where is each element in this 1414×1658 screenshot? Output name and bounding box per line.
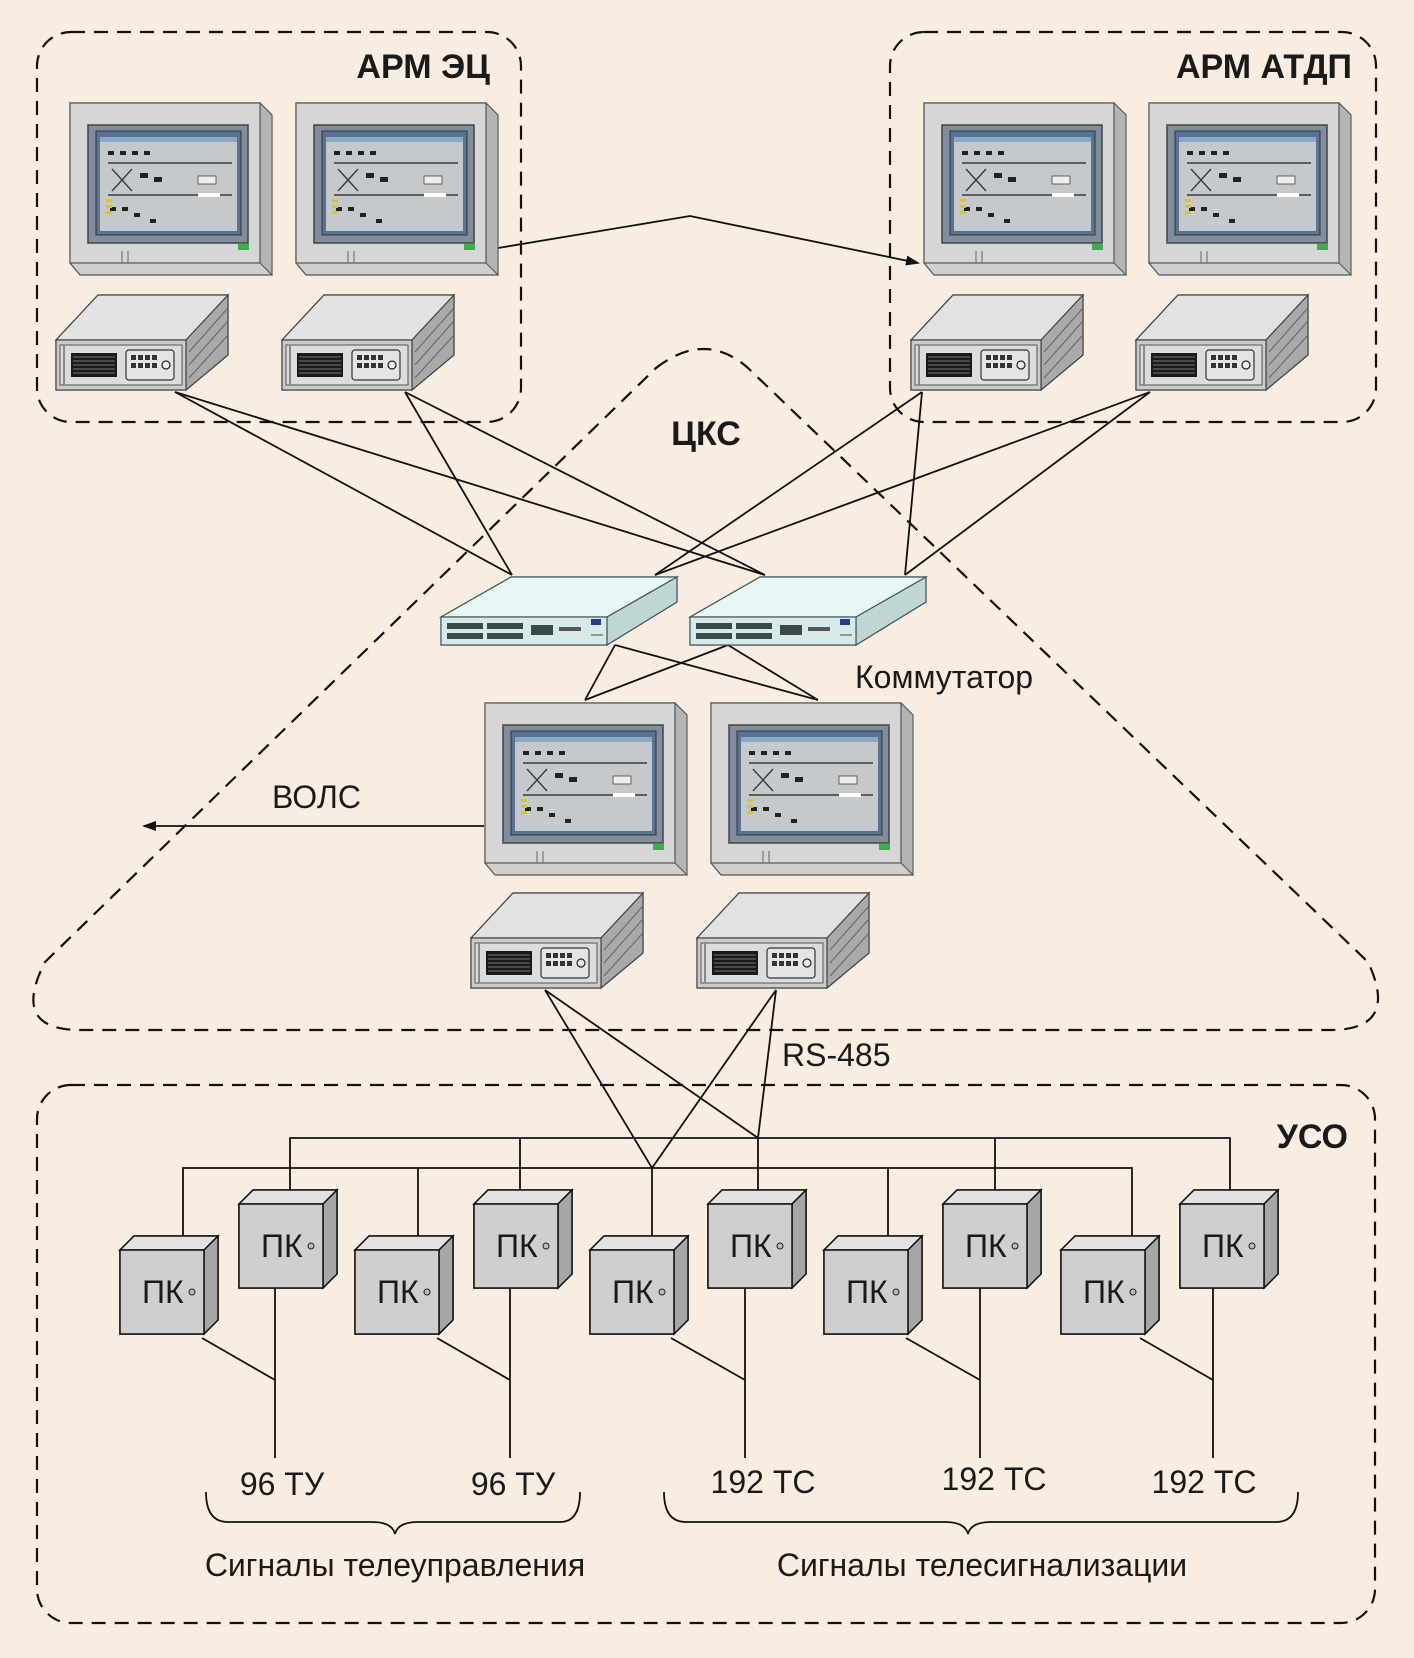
controller-label: ПК (142, 1274, 184, 1310)
signal-count-label: 192 ТС (711, 1464, 816, 1500)
telesignal-group-label: Сигналы телесигнализации (777, 1547, 1187, 1583)
signal-count-label: 192 ТС (942, 1461, 1047, 1497)
uso-group-outline (35, 1083, 1377, 1625)
controller-label: ПК (612, 1274, 654, 1310)
controller-box-icon: ПК (589, 1235, 689, 1335)
server-unit-icon (55, 294, 229, 391)
arm-ec-group-outline (35, 30, 523, 424)
network-switch-icon (689, 576, 927, 646)
controller-label: ПК (965, 1228, 1007, 1264)
signal-count-label: 96 ТУ (240, 1466, 325, 1502)
controller-label: ПК (1083, 1274, 1125, 1310)
controller-box-icon: ПК (119, 1235, 219, 1335)
monitor-icon (710, 702, 914, 876)
controller-label: ПК (1202, 1228, 1244, 1264)
network-switch-icon (440, 576, 678, 646)
controller-label: ПК (496, 1228, 538, 1264)
monitor-icon (484, 702, 688, 876)
server-unit-icon (910, 294, 1084, 391)
controller-label: ПК (261, 1228, 303, 1264)
signal-count-label: 192 ТС (1152, 1464, 1257, 1500)
signal-count-label: 96 ТУ (471, 1466, 556, 1502)
controller-label: ПК (730, 1228, 772, 1264)
arm-atdp-group-outline (888, 30, 1378, 424)
controller-box-icon: ПК (354, 1235, 454, 1335)
switch-label: Коммутатор (855, 659, 1033, 695)
arm-ec-title: АРМ ЭЦ (356, 48, 490, 86)
rs485-label: RS-485 (782, 1037, 891, 1073)
controller-box-icon: ПК (942, 1189, 1042, 1289)
controller-box-icon: ПК (1179, 1189, 1279, 1289)
monitor-icon (923, 102, 1127, 276)
monitor-icon (69, 102, 273, 276)
server-unit-icon (470, 892, 644, 989)
uso-title: УСО (1277, 1118, 1348, 1156)
arm-exchange-arrow (485, 215, 920, 266)
controller-box-icon: ПК (238, 1189, 338, 1289)
fiber-label: ВОЛС (272, 779, 361, 815)
controller-label: ПК (846, 1274, 888, 1310)
controller-box-icon: ПК (473, 1189, 573, 1289)
monitor-icon (1148, 102, 1352, 276)
server-unit-icon (281, 294, 455, 391)
controller-box-icon: ПК (823, 1235, 923, 1335)
server-unit-icon (696, 892, 870, 989)
controller-box-icon: ПК (1060, 1235, 1160, 1335)
cks-title: ЦКС (671, 415, 741, 453)
controller-label: ПК (377, 1274, 419, 1310)
signal-group-braces (205, 1491, 1299, 1535)
cks-triangle-outline (32, 348, 1380, 1032)
monitor-icon (295, 102, 499, 276)
controller-box-icon: ПК (707, 1189, 807, 1289)
network-links (174, 391, 1231, 1458)
server-unit-icon (1135, 294, 1309, 391)
telecontrol-group-label: Сигналы телеуправления (205, 1547, 585, 1583)
arm-atdp-title: АРМ АТДП (1176, 48, 1352, 86)
